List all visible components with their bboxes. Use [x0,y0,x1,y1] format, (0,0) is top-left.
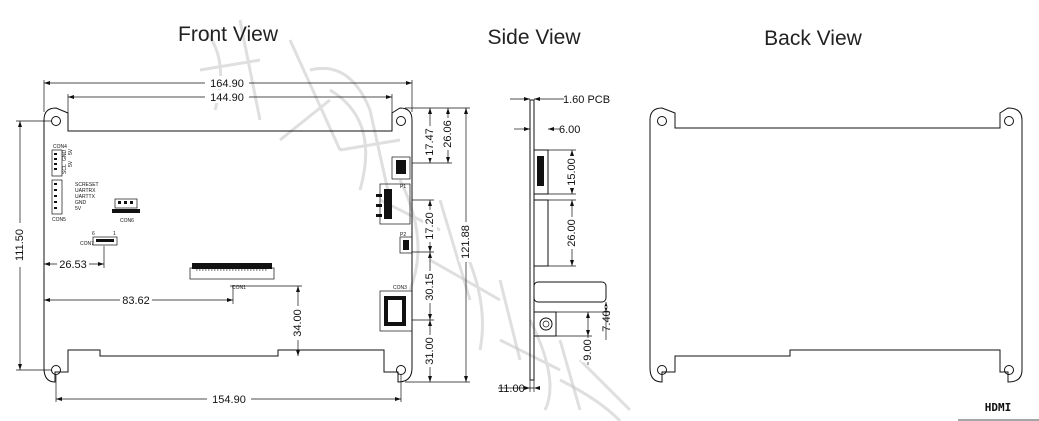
dim-111-50: 111.50 [12,120,52,371]
svg-text:CON4: CON4 [53,144,67,150]
svg-text:11.00: 11.00 [498,383,525,395]
hdmi-footer: HDMI [958,401,1039,421]
con7-connector: 6 1 CON7 [80,231,118,247]
mount-hole-tr [396,116,406,126]
svg-text:HDMI: HDMI [985,401,1012,414]
side-jack [533,311,557,337]
svg-text:121.88: 121.88 [460,225,472,259]
dim-34-00: 34.00 [230,285,305,356]
svg-text:15.00: 15.00 [566,158,578,186]
side-usb [533,199,549,267]
svg-text:144.90: 144.90 [210,92,244,104]
svg-text:P2: P2 [400,232,406,238]
svg-text:SCL: SCL [62,164,68,174]
svg-text:CON5: CON5 [52,217,66,223]
dim-154-90: 154.90 [55,375,402,406]
front-view-title: Front View [178,23,279,46]
con6-connector: CON6 [112,198,140,224]
svg-text:26.06: 26.06 [442,120,454,148]
svg-text:5V: 5V [75,206,82,212]
side-hdmi [533,281,607,303]
mount-hole-br [396,365,406,375]
back-hole-tl [657,116,667,126]
svg-text:7.40: 7.40 [601,310,613,331]
mount-hole-bl [51,365,61,375]
svg-text:P1: P1 [400,184,406,190]
side-view-drawing: 1.60 PCB 6.00 15.00 26.00 7.40 9.00 [498,94,613,395]
svg-text:5V: 5V [68,148,74,155]
svg-text:GND: GND [62,150,68,162]
svg-text:30.15: 30.15 [424,273,436,301]
svg-text:154.90: 154.90 [212,394,246,406]
svg-text:26.00: 26.00 [566,219,578,247]
svg-text:6.00: 6.00 [559,124,580,136]
con3-hdmi-connector: CON3 [379,285,413,332]
mount-hole-tl [51,116,61,126]
dim-164-90: 164.90 [43,76,413,112]
svg-text:GND: GND [75,200,87,206]
svg-text:17.20: 17.20 [424,212,436,240]
svg-text:UARTRX: UARTRX [75,188,96,194]
svg-text:6: 6 [92,231,95,237]
back-board-outline [649,107,1023,383]
svg-text:83.62: 83.62 [122,295,150,307]
svg-text:CON7: CON7 [80,241,94,247]
svg-text:1.60 PCB: 1.60 PCB [563,94,610,106]
svg-text:CON1: CON1 [232,285,246,291]
dim-144-90: 144.90 [67,90,393,114]
back-hole-bl [657,365,667,375]
pcb-edge [529,99,535,381]
p2-connector: P1 [376,183,411,225]
dim-83-62: 83.62 [44,285,234,307]
back-view-title: Back View [764,27,862,50]
svg-text:164.90: 164.90 [210,78,244,90]
watermark [199,19,632,421]
con5-header: SCRESET UARTRX UARTTX GND 5V CON5 [51,179,99,223]
con1-fpc: CON1 [189,263,275,291]
usb-connector: P2 [399,232,413,254]
svg-text:UARTTX: UARTTX [75,194,96,200]
back-hole-br [1004,365,1014,375]
con4-header: CON4 5V 5V GND SCL [51,144,74,177]
dim-right-stack: 121.88 26.06 17.47 17.20 30.15 31.00 [405,107,473,383]
svg-text:31.00: 31.00 [424,337,436,365]
svg-text:34.00: 34.00 [292,309,304,337]
svg-text:CON6: CON6 [120,218,134,224]
front-board-outline [43,107,413,383]
svg-text:9.00: 9.00 [582,339,594,360]
svg-text:17.47: 17.47 [424,128,436,156]
svg-text:111.50: 111.50 [14,229,26,261]
dim-26-53: 26.53 [44,246,105,271]
svg-text:26.53: 26.53 [59,259,87,271]
svg-text:5V: 5V [68,160,74,167]
svg-text:SCRESET: SCRESET [75,182,99,188]
svg-text:CON3: CON3 [393,285,407,291]
svg-text:1: 1 [113,231,116,237]
p1-connector [391,156,411,180]
side-p1 [533,149,549,195]
side-view-title: Side View [487,26,581,49]
back-hole-tr [1004,116,1014,126]
